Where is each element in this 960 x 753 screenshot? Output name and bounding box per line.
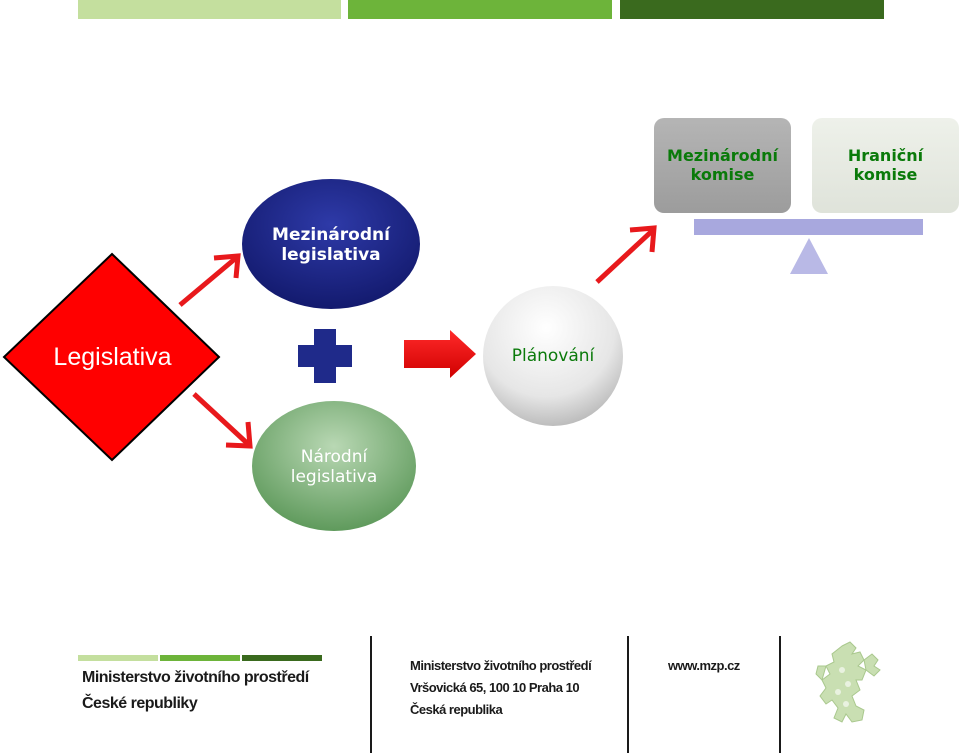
diagram-canvas: [2, 118, 959, 531]
footer-divider-2: [627, 636, 629, 753]
header-bar-mid: [348, 0, 612, 19]
block-arrow-right-icon: [404, 330, 476, 378]
intl-legislation-oval: [242, 179, 420, 309]
ministry-name-line2: České republiky: [82, 695, 198, 712]
legislativa-diamond: [2, 252, 221, 462]
ministry-name-line1: Ministerstvo životního prostředí: [82, 669, 309, 686]
address-line3: Česká republika: [410, 702, 503, 717]
footer-divider-1: [370, 636, 372, 753]
footer-bar-light: [78, 655, 158, 661]
plus-icon: [298, 329, 352, 383]
intl-legislation-label-1: Mezinárodní: [272, 225, 390, 245]
national-legislation-label-2: legislativa: [290, 467, 378, 487]
website-link[interactable]: www.mzp.cz: [668, 658, 740, 673]
planning-circle: [483, 286, 623, 426]
footer-bar-mid: [160, 655, 240, 661]
intl-legislation-label-2: legislativa: [281, 245, 381, 265]
border-commission-box: [812, 118, 959, 213]
border-commission-label-2: komise: [853, 165, 918, 184]
header-bar-light: [78, 0, 341, 19]
arrow-to-national-legislation: [192, 392, 253, 449]
address-line1: Ministerstvo životního prostředí: [410, 658, 592, 673]
legislativa-label: Legislativa: [53, 343, 172, 371]
footer-divider-3: [779, 636, 781, 753]
border-commission-label-1: Hraniční: [847, 146, 924, 165]
czech-lion-emblem-icon: [815, 641, 881, 723]
balance-scale-icon: [694, 219, 923, 274]
planning-label: Plánování: [511, 346, 595, 366]
address-line2: Vršovická 65, 100 10 Praha 10: [410, 680, 580, 695]
intl-commission-box: [654, 118, 791, 213]
national-legislation-label-1: Národní: [300, 447, 368, 467]
national-legislation-oval: [252, 401, 416, 531]
arrow-to-intl-legislation: [178, 253, 241, 307]
header-bar-dark: [620, 0, 884, 19]
intl-commission-label-2: komise: [690, 165, 755, 184]
intl-commission-label-1: Mezinárodní: [667, 146, 778, 165]
arrow-to-commissions: [595, 225, 657, 284]
footer-bar-dark: [242, 655, 322, 661]
